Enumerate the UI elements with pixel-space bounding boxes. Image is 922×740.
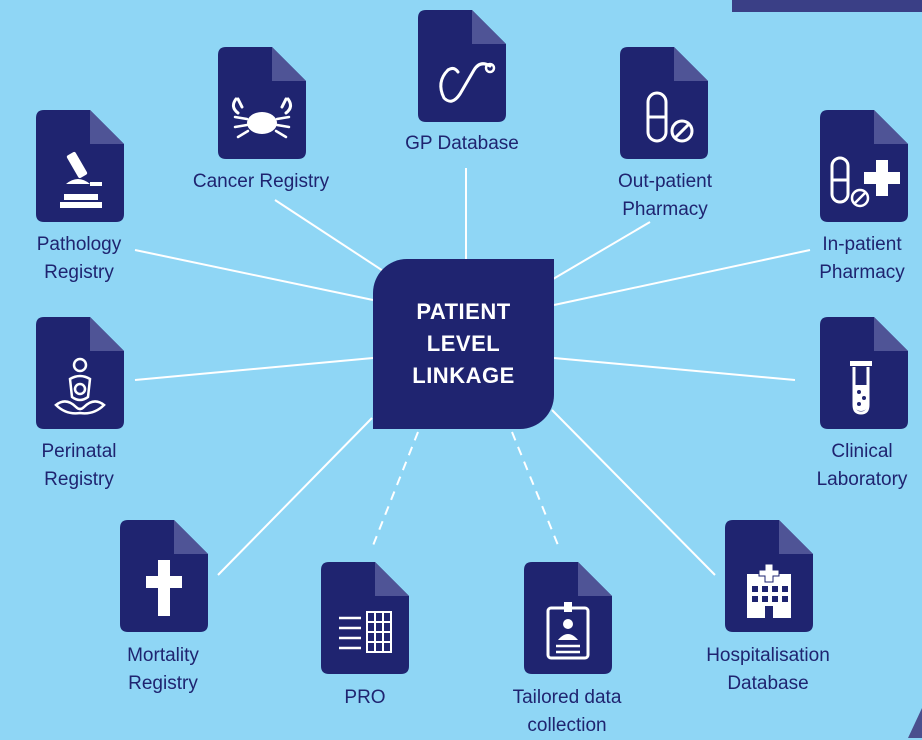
hub-line-2: LEVEL	[426, 331, 501, 356]
connector-outpatient	[547, 221, 651, 283]
hospital-label-line-1: Hospitalisation	[706, 645, 830, 666]
test-tube-icon	[820, 317, 908, 429]
clinical-laboratory-label: Clinical Laboratory	[817, 438, 908, 494]
perinatal-registry-doc	[36, 317, 124, 429]
pro-doc	[321, 562, 409, 674]
tailored-data-label: Tailored data collection	[513, 684, 622, 740]
corner-tab	[732, 0, 922, 12]
cancer-registry-label: Cancer Registry	[193, 168, 329, 196]
connector-cancer	[274, 199, 401, 283]
inpatient-pharmacy-doc	[820, 110, 908, 222]
corner-fold	[908, 708, 922, 738]
patient-level-linkage-hub: PATIENT LEVEL LINKAGE	[373, 259, 554, 429]
clinical-label-line-1: Clinical	[831, 441, 893, 462]
gp-database-label: GP Database	[405, 130, 519, 158]
connector-perinatal	[134, 357, 374, 381]
perinatal-label-line-2: Registry	[44, 469, 114, 490]
cross-icon	[120, 520, 208, 632]
connector-hospital	[551, 409, 716, 576]
pathology-label-line-1: Pathology	[36, 234, 122, 255]
tailored-label-line-1: Tailored data	[512, 687, 622, 708]
stethoscope-icon	[418, 10, 506, 122]
pathology-registry-label: Pathology Registry	[37, 231, 122, 287]
gp-label-line: GP Database	[405, 133, 519, 154]
id-badge-icon	[524, 562, 612, 674]
tailored-label-line-2: collection	[527, 715, 607, 736]
connector-mortality	[217, 417, 373, 576]
mortality-registry-label: Mortality Registry	[127, 642, 199, 698]
connector-clinical	[553, 357, 796, 381]
gp-database-doc	[418, 10, 506, 122]
connector-tailored	[511, 431, 561, 551]
connector-pro	[371, 431, 419, 549]
pro-label: PRO	[344, 684, 385, 712]
hospital-label-line-2: Database	[727, 673, 809, 694]
cancer-label-line: Cancer Registry	[192, 171, 330, 192]
clinical-laboratory-doc	[820, 317, 908, 429]
tailored-data-doc	[524, 562, 612, 674]
cancer-registry-doc	[218, 47, 306, 159]
mother-baby-icon	[36, 317, 124, 429]
inpatient-label-line-1: In-patient	[822, 234, 902, 255]
outpatient-label-line-2: Pharmacy	[622, 199, 708, 220]
outpatient-pharmacy-doc	[620, 47, 708, 159]
connector-inpatient	[553, 249, 811, 306]
pill-cross-icon	[820, 110, 908, 222]
crab-icon	[218, 47, 306, 159]
pathology-label-line-2: Registry	[44, 262, 114, 283]
hub-line-3: LINKAGE	[412, 363, 515, 388]
mortality-label-line-2: Registry	[128, 673, 198, 694]
inpatient-pharmacy-label: In-patient Pharmacy	[819, 231, 905, 287]
pill-capsule-icon	[620, 47, 708, 159]
hospital-icon	[725, 520, 813, 632]
pro-label-line: PRO	[344, 687, 386, 708]
clinical-label-line-2: Laboratory	[816, 469, 908, 490]
connector-pathology	[134, 249, 374, 301]
mortality-label-line-1: Mortality	[127, 645, 199, 666]
mortality-registry-doc	[120, 520, 208, 632]
pathology-registry-doc	[36, 110, 124, 222]
outpatient-label-line-1: Out-patient	[618, 171, 712, 192]
inpatient-label-line-2: Pharmacy	[819, 262, 905, 283]
hospitalisation-database-doc	[725, 520, 813, 632]
hub-line-1: PATIENT	[416, 299, 511, 324]
perinatal-label-line-1: Perinatal	[41, 441, 117, 462]
form-icon	[321, 562, 409, 674]
hospitalisation-database-label: Hospitalisation Database	[706, 642, 830, 698]
outpatient-pharmacy-label: Out-patient Pharmacy	[618, 168, 712, 224]
perinatal-registry-label: Perinatal Registry	[42, 438, 117, 494]
microscope-icon	[36, 110, 124, 222]
